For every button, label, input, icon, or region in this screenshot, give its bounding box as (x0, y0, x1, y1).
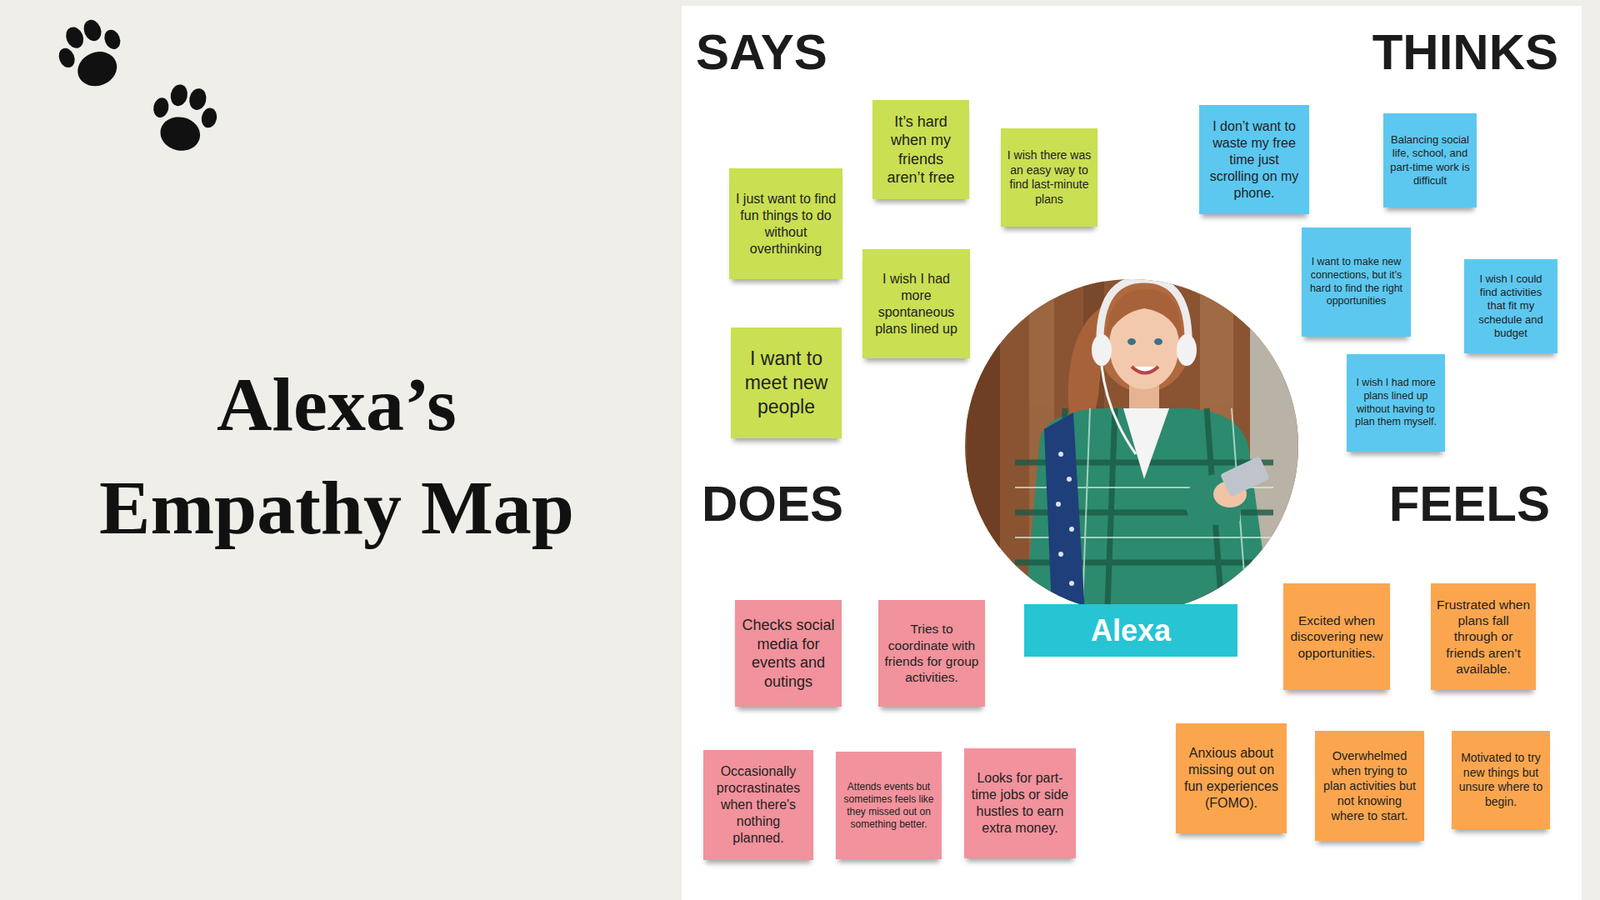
note-text: Overwhelmed when trying to plan activiti… (1320, 748, 1419, 825)
note-text: I wish I had more plans lined up without… (1352, 376, 1440, 430)
sticky-note: I wish I had more plans lined up without… (1346, 354, 1445, 452)
quadrant-heading: DOES (701, 479, 844, 530)
sticky-note: Overwhelmed when trying to plan activiti… (1315, 730, 1425, 841)
sticky-note: I don’t want to waste my free time just … (1199, 105, 1310, 215)
quadrant-heading: FEELS (1389, 479, 1550, 530)
sticky-note: Looks for part-time jobs or side hustles… (964, 748, 1076, 859)
map-title: Alexa’s Empathy Map (86, 352, 587, 560)
note-text: Balancing social life, school, and part-… (1389, 133, 1471, 188)
note-text: I just want to find fun things to do wit… (735, 190, 837, 258)
name-tag: Alexa (1024, 604, 1238, 657)
note-text: I want to meet new people (736, 346, 836, 419)
sticky-note: I just want to find fun things to do wit… (729, 168, 843, 280)
sticky-note: I want to meet new people (730, 327, 842, 439)
portrait-photo (958, 275, 1309, 630)
quadrant-heading: SAYS (695, 27, 828, 78)
paw-print (50, 11, 135, 96)
sticky-note: Tries to coordinate with friends for gro… (878, 600, 985, 707)
note-text: It’s hard when my friends aren’t free (878, 112, 964, 188)
sticky-note: Anxious about missing out on fun experie… (1175, 723, 1287, 834)
sticky-note: Excited when discovering new opportuniti… (1283, 583, 1390, 690)
note-text: I wish I had more spontaneous plans line… (868, 270, 965, 338)
sticky-note: I wish I could find activities that fit … (1464, 259, 1558, 354)
note-text: Attends events but sometimes feels like … (841, 780, 936, 831)
note-text: I wish I could find activities that fit … (1470, 272, 1552, 340)
sticky-note: Occasionally procrastinates when there's… (703, 750, 814, 860)
quadrant-heading: THINKS (1372, 27, 1559, 78)
sticky-note: Attends events but sometimes feels like … (835, 751, 942, 860)
paw-print (145, 80, 223, 157)
note-text: Frustrated when plans fall through or fr… (1436, 596, 1530, 678)
note-text: Motivated to try new things but unsure w… (1457, 750, 1545, 810)
note-text: Checks social media for events and outin… (740, 615, 836, 691)
sticky-note: I want to make new connections, but it’s… (1301, 227, 1411, 337)
sticky-note: I wish there was an easy way to find las… (1000, 128, 1098, 227)
note-text: I don’t want to waste my free time just … (1205, 118, 1304, 202)
note-text: I want to make new connections, but it’s… (1307, 255, 1405, 309)
note-text: Occasionally procrastinates when there's… (709, 763, 808, 847)
name-text: Alexa (1090, 611, 1171, 650)
sticky-note: Motivated to try new things but unsure w… (1451, 730, 1550, 830)
note-text: Anxious about missing out on fun experie… (1181, 745, 1281, 812)
sticky-note: Checks social media for events and outin… (735, 600, 842, 707)
sticky-note: Frustrated when plans fall through or fr… (1430, 583, 1536, 690)
sticky-note: I wish I had more spontaneous plans line… (862, 249, 970, 359)
note-text: Tries to coordinate with friends for gro… (884, 620, 980, 686)
note-text: Looks for part-time jobs or side hustles… (970, 770, 1070, 837)
note-text: Excited when discovering new opportuniti… (1289, 612, 1385, 661)
white-card (681, 5, 1582, 900)
sticky-note: It’s hard when my friends aren’t free (872, 100, 970, 200)
sticky-note: Balancing social life, school, and part-… (1383, 113, 1477, 208)
note-text: I wish there was an easy way to find las… (1006, 148, 1092, 207)
